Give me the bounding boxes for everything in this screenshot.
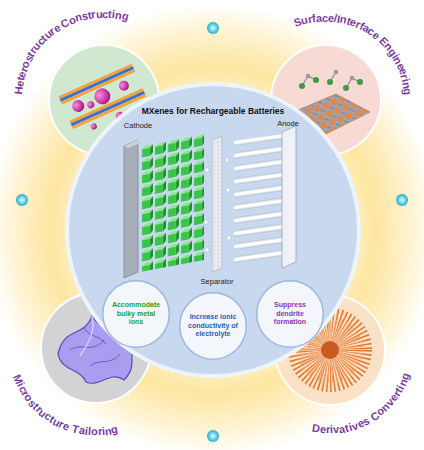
sheet-folds	[70, 328, 120, 366]
benefit-circle: Increase ionic conductivity of electroly…	[179, 292, 247, 360]
orbit-dot	[16, 194, 28, 206]
text-holder: Heterostructure Constructing	[48, 44, 202, 55]
cathode-plate	[124, 140, 138, 278]
crumpled-sheet	[58, 316, 134, 383]
orbit-dot	[207, 22, 219, 34]
text-holder: Surface/Interface Engineering	[270, 44, 424, 55]
circle-outline	[67, 84, 359, 376]
surface-groups	[302, 72, 360, 88]
glow-ring	[0, 4, 424, 450]
urchin-core	[321, 341, 339, 359]
urchin-spikes	[306, 326, 354, 374]
hub-title: MXenes for Rechargeable Batteries	[65, 107, 361, 116]
heading-letter: o	[91, 426, 98, 437]
circle-outline	[275, 295, 385, 405]
heading-letter: u	[95, 8, 102, 19]
heading-letter: e	[328, 12, 335, 23]
cathode-crystals	[140, 134, 204, 272]
heading-letter: l	[87, 426, 91, 437]
heading-letter: D	[311, 423, 321, 435]
label-holder: Anode	[277, 120, 299, 128]
label-holder: Cathode	[124, 122, 152, 130]
orbit-dot	[207, 430, 219, 442]
circle-outline	[41, 293, 151, 403]
urchin-spikes-inner	[310, 330, 350, 370]
surface-atoms	[299, 70, 363, 91]
part-label: Separator	[201, 278, 234, 286]
part-label: Cathode	[124, 122, 152, 130]
benefit-text: Suppress dendrite formation	[264, 301, 316, 326]
label-holder: Separator	[201, 278, 234, 286]
cathode-plate-top	[124, 140, 142, 148]
text-holder: MXenes for Rechargeable Batteries	[65, 107, 361, 116]
part-label: Anode	[277, 120, 299, 128]
benefit-circle: Accommodate bulky metal ions	[102, 280, 170, 348]
anode-rods	[234, 134, 282, 268]
topic-heading: Heterostructure Constructing	[48, 44, 202, 55]
text-holder: Increase ionic conductivity of electroly…	[187, 313, 239, 338]
heading-letter: g	[110, 424, 119, 436]
circle-outline	[180, 293, 247, 360]
text-holder: Accommodate bulky metal ions	[110, 301, 162, 326]
heading-letter: c	[322, 12, 328, 23]
separator-membrane	[212, 136, 222, 272]
heading-letter: g	[120, 10, 129, 22]
heading-letter: e	[319, 424, 326, 435]
benefit-text: Accommodate bulky metal ions	[110, 301, 162, 326]
circle-outline	[257, 281, 324, 348]
sheet-highlight	[80, 316, 93, 356]
anode-plate	[282, 126, 296, 268]
heading-letter: c	[102, 8, 108, 19]
heading-letter: H	[13, 86, 25, 95]
mxene-hub-circle: MXenes for Rechargeable BatteriesCathode…	[65, 82, 361, 378]
text-holder: Suppress dendrite formation	[264, 301, 316, 326]
benefit-circle: Suppress dendrite formation	[256, 280, 324, 348]
heading-letter: g	[402, 88, 414, 96]
heading-letter: a	[315, 13, 322, 24]
ions	[204, 158, 231, 252]
orbit-dot	[396, 194, 408, 206]
benefit-text: Increase ionic conductivity of electroly…	[187, 313, 239, 338]
circle-outline	[103, 281, 170, 348]
heading-letter: r	[326, 424, 331, 435]
topic-heading: Surface/Interface Engineering	[270, 44, 424, 55]
